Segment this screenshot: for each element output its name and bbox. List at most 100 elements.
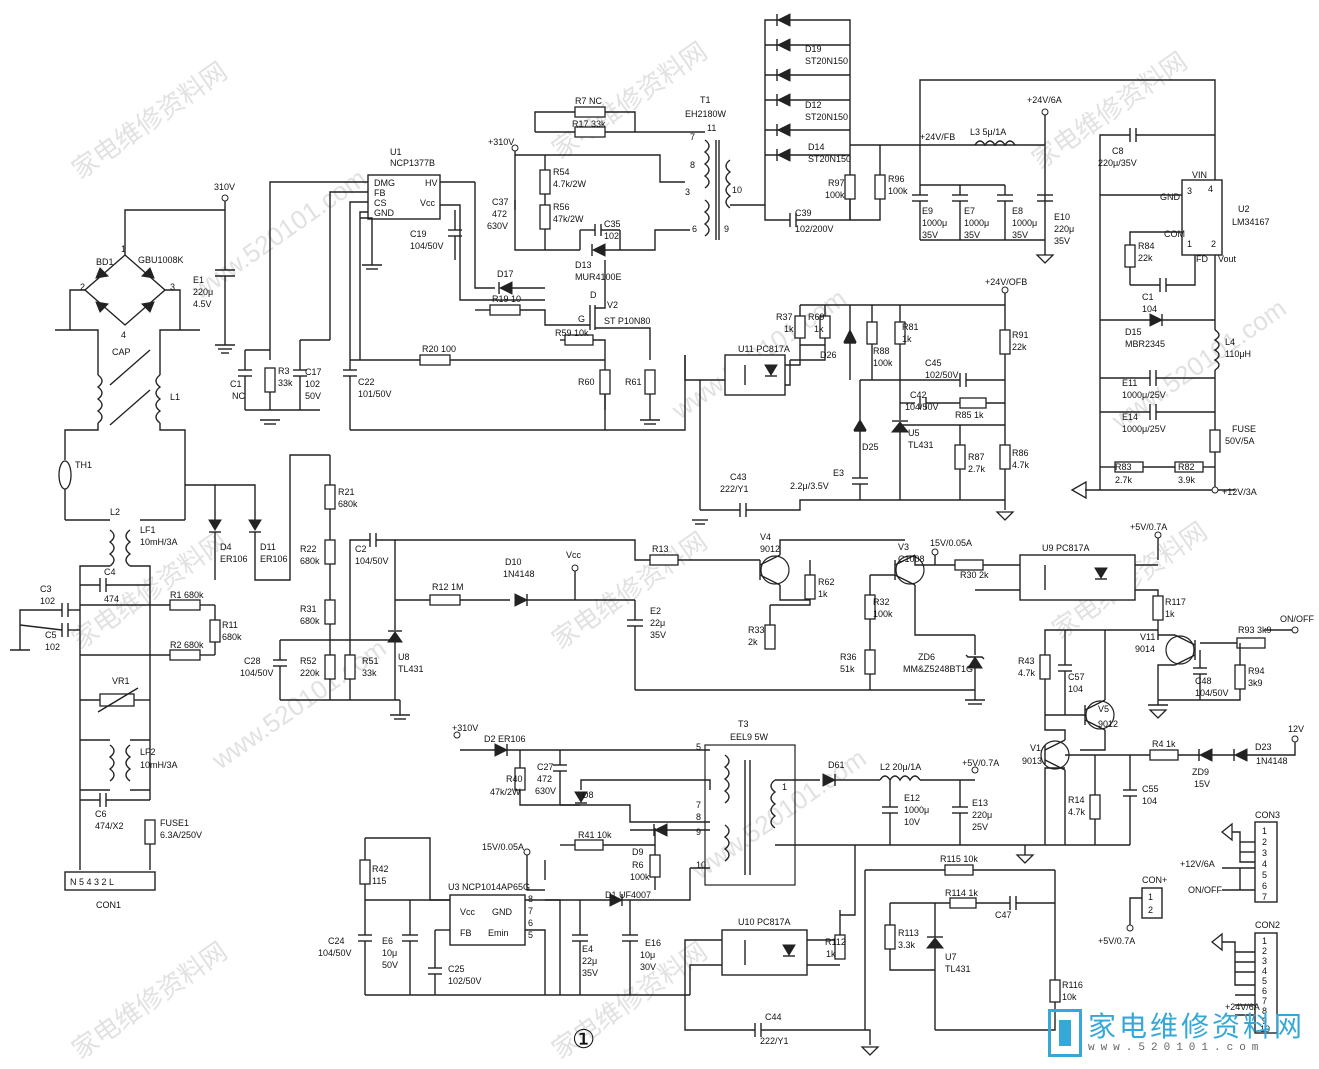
component-value-label: MM&Z5248BT1G (903, 664, 973, 674)
r40-label: R40 (506, 774, 523, 784)
c43-label: C43 (730, 472, 747, 482)
c6-label: C6 (95, 809, 107, 819)
svg-text:8: 8 (528, 894, 533, 904)
r51-label: R51 (362, 656, 379, 666)
component-value-label: 1000μ (964, 218, 989, 228)
c3-label: C3 (40, 584, 52, 594)
svg-text:5: 5 (528, 930, 533, 940)
component-value-label: 22k (1138, 253, 1153, 263)
c22-label: C22 (358, 377, 375, 387)
d9-label: D9 (632, 847, 644, 857)
component-value-label: 630V (535, 786, 556, 796)
v5-07-label: +5V/0.7A (1130, 522, 1167, 532)
component-value-label: FB (460, 928, 472, 938)
svg-text:8: 8 (696, 812, 701, 822)
component-value-label: 10mH/3A (140, 537, 178, 547)
d11-label: D11 (260, 542, 276, 552)
r85-label: R85 1k (955, 410, 984, 420)
d13-label: D13 (575, 260, 592, 270)
watermark-url: www.520101.com (205, 633, 391, 776)
component-value-label: 102/50V (448, 976, 482, 986)
r32-label: R32 (873, 597, 890, 607)
component-value-label: Emin (488, 928, 509, 938)
r86-label: R86 (1012, 448, 1029, 458)
c55-label: C55 (1142, 784, 1159, 794)
d4-label: D4 (220, 542, 232, 552)
d8-label: D8 (582, 790, 594, 800)
component-value-label: MBR2345 (1125, 339, 1165, 349)
r83-label: R83 (1115, 462, 1132, 472)
r13-label: R13 (652, 544, 669, 554)
u5-label: U5 (908, 428, 920, 438)
component-value-label: 10mH/3A (140, 760, 178, 770)
r41-label: R41 10k (578, 830, 612, 840)
component-value-label: 15V (1194, 779, 1210, 789)
c4-label: C4 (104, 567, 116, 577)
component-value-label: 4.5V (193, 299, 212, 309)
con3-onoff-label: ON/OFF (1188, 885, 1222, 895)
component-value-label: 10V (904, 817, 920, 827)
con2-label: CON2 (1255, 920, 1280, 930)
c28-label: C28 (244, 656, 261, 666)
d19-label: D19 (805, 44, 822, 54)
r96-label: R96 (888, 174, 905, 184)
r42-label: R42 (372, 864, 389, 874)
d61-label: D61 (828, 760, 845, 770)
component-value-label: V2 (607, 300, 618, 310)
cap-label: CAP (112, 347, 131, 357)
component-value-label: MUR4100E (575, 272, 622, 282)
component-value-label: 104/50V (240, 668, 274, 678)
r91-label: R91 (1012, 330, 1029, 340)
fuse-label: FUSE (1232, 424, 1256, 434)
r62-label: R62 (818, 577, 835, 587)
v2-label: ST P10N80 (604, 316, 650, 326)
component-value-label: 50V (382, 960, 398, 970)
component-value-label: 3 (1262, 956, 1267, 966)
svg-text:9: 9 (696, 827, 701, 837)
r115-label: R115 10k (940, 854, 978, 864)
component-value-label: 1N4148 (1256, 756, 1288, 766)
logo-title: 家电维修资料网 (1087, 1010, 1305, 1043)
svg-text:6: 6 (528, 918, 533, 928)
r21-label: R21 (338, 487, 355, 497)
component-value-label: 2k (748, 637, 758, 647)
r88-label: R88 (873, 346, 890, 356)
component-value-label: 1k (784, 324, 794, 334)
c2-label: C2 (355, 544, 367, 554)
con2-connector (1254, 932, 1278, 1034)
component-value-label: 50V/5A (1225, 436, 1255, 446)
component-value-label: 102 (305, 379, 320, 389)
e3-label: E3 (833, 468, 844, 478)
component-value-label: 6 (1262, 881, 1267, 891)
component-value-label: 30V (640, 962, 656, 972)
c1-label: C1 (230, 379, 242, 389)
component-value-label: 1 (1262, 826, 1267, 836)
l2b-label: L2 20μ/1A (880, 762, 921, 772)
lf1-label: LF1 (140, 525, 156, 535)
component-value-label: 115 (372, 876, 386, 886)
r87-label: R87 (968, 452, 985, 462)
component-value-label: 4.7k/2W (553, 179, 587, 189)
r97-label: R97 (828, 178, 845, 188)
u10-optocoupler (721, 929, 808, 976)
svg-text:1: 1 (1187, 239, 1192, 249)
r69-label: R69 (808, 312, 825, 322)
u3-ic (449, 894, 526, 946)
watermark-text: 家电维修资料网 (66, 56, 232, 185)
e13-label: E13 (972, 798, 988, 808)
svg-text:3: 3 (1187, 186, 1192, 196)
r84-label: R84 (1138, 241, 1155, 251)
component-value-label: 102 (45, 642, 60, 652)
component-value-label: 10k (1062, 992, 1077, 1002)
component-value-label: ER106 (220, 554, 248, 564)
svg-text:10: 10 (732, 185, 742, 195)
d17-label: D17 (497, 269, 514, 279)
e4-label: E4 (582, 944, 593, 954)
component-value-label: 1k (814, 324, 824, 334)
r116-label: R116 (1062, 980, 1083, 990)
component-value-label: 1N4148 (503, 569, 535, 579)
component-value-label: COM (1164, 229, 1185, 239)
